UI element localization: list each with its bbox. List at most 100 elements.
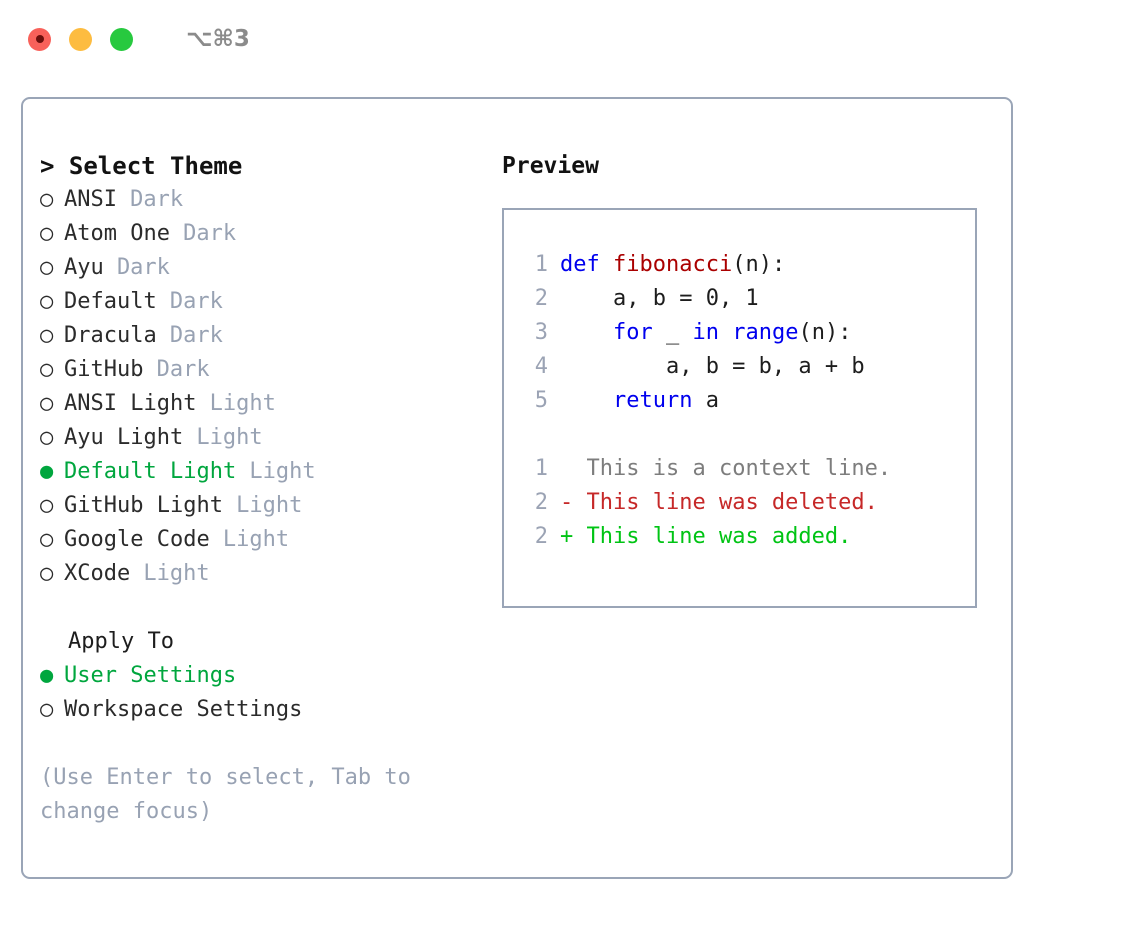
theme-variant-tag: Dark (169, 323, 223, 348)
apply-to-option-user-settings[interactable]: ● User Settings (40, 659, 480, 693)
theme-variant-tag: Dark (130, 187, 184, 212)
apply-to-option-label: Workspace Settings (64, 697, 303, 722)
code-token-kw: def (560, 252, 613, 277)
code-token-plain: a, b = 0, 1 (560, 286, 759, 311)
select-theme-header: > Select Theme (40, 152, 243, 180)
theme-option-ayu-light[interactable]: ○ Ayu Light Light (40, 421, 480, 455)
code-text: a, b = b, a + b (560, 350, 865, 384)
code-text: for _ in range(n): (560, 316, 851, 350)
diff-text: This line was deleted. (586, 490, 878, 515)
code-token-kw: for (612, 320, 653, 345)
keyboard-shortcut-label: ⌥⌘3 (186, 26, 250, 52)
close-button[interactable] (28, 27, 51, 51)
theme-variant-tag: Light (249, 459, 316, 484)
code-token-plain (560, 388, 613, 413)
line-number: 1 (534, 252, 548, 277)
maximize-button[interactable] (110, 27, 133, 51)
diff-line-ctx: 1 This is a context line. (504, 452, 975, 486)
code-line: 4 a, b = b, a + b (504, 350, 975, 384)
line-number: 5 (534, 388, 548, 413)
theme-option-label: Default (64, 289, 157, 314)
diff-text: This is a context line. (586, 456, 892, 481)
theme-option-label: Atom One (64, 221, 170, 246)
code-token-fn: fibonacci (612, 252, 733, 277)
apply-to-title: Apply To (68, 629, 174, 654)
code-text: def fibonacci(n): (560, 248, 785, 282)
apply-to-section: Apply To ● User Settings ○ Workspace Settin… (40, 625, 480, 727)
apply-to-option-workspace-settings[interactable]: ○ Workspace Settings (40, 693, 480, 727)
theme-option-label: XCode (64, 561, 131, 586)
apply-to-option-label: User Settings (64, 663, 237, 688)
diff-sample: 1 This is a context line.2- This line wa… (504, 452, 975, 554)
line-number: 3 (534, 320, 548, 345)
radio-unselected-icon: ○ (40, 391, 54, 416)
radio-unselected-icon: ○ (40, 493, 54, 518)
radio-selected-icon: ● (40, 459, 54, 484)
code-token-plain (560, 320, 613, 345)
radio-unselected-icon: ○ (40, 255, 54, 280)
theme-option-label: Google Code (64, 527, 210, 552)
line-number: 2 (534, 524, 548, 549)
code-token-plain: a (692, 388, 719, 413)
radio-unselected-icon: ○ (40, 527, 54, 552)
code-token-plain: _ (652, 320, 693, 345)
code-text: a, b = 0, 1 (560, 282, 759, 316)
diff-text: This line was added. (586, 524, 852, 549)
radio-selected-icon: ● (40, 663, 54, 688)
radio-unselected-icon: ○ (40, 697, 54, 722)
line-number: 2 (534, 286, 548, 311)
code-token-plain: (n): (732, 252, 786, 277)
theme-variant-tag: Light (196, 425, 263, 450)
radio-unselected-icon: ○ (40, 289, 54, 314)
keyboard-hint-text: (Use Enter to select, Tab to change focu… (40, 765, 425, 824)
minimize-button[interactable] (69, 27, 92, 51)
theme-option-ansi-light[interactable]: ○ ANSI Light Light (40, 387, 480, 421)
theme-option-label: Ayu Light (64, 425, 184, 450)
diff-marker (560, 452, 587, 486)
code-line: 2 a, b = 0, 1 (504, 282, 975, 316)
code-line: 3 for _ in range(n): (504, 316, 975, 350)
code-token-kw: return (612, 388, 693, 413)
diff-line-del: 2- This line was deleted. (504, 486, 975, 520)
theme-option-label: Dracula (64, 323, 157, 348)
preview-header: Preview (502, 153, 599, 179)
radio-unselected-icon: ○ (40, 425, 54, 450)
theme-option-ansi[interactable]: ○ ANSI Dark (40, 183, 480, 217)
apply-to-list[interactable]: ● User Settings ○ Workspace Settings (40, 659, 480, 727)
diff-marker: - (560, 490, 587, 515)
radio-unselected-icon: ○ (40, 187, 54, 212)
theme-variant-tag: Light (222, 527, 290, 552)
diff-line-add: 2 + This line was added. (504, 520, 975, 554)
diff-marker: + (560, 524, 587, 549)
radio-unselected-icon: ○ (40, 357, 54, 382)
theme-option-label: ANSI (64, 187, 117, 212)
line-number: 1 (534, 456, 548, 481)
theme-variant-tag: Light (209, 391, 276, 416)
theme-option-label: GitHub (64, 357, 144, 382)
code-text: return a (560, 384, 719, 418)
code-token-plain (719, 320, 732, 345)
theme-option-label: Ayu (64, 255, 104, 280)
theme-option-label: ANSI Light (64, 391, 197, 416)
code-line: 5 return a (504, 384, 975, 418)
radio-unselected-icon: ○ (40, 561, 54, 586)
code-token-plain: (n): (798, 320, 852, 345)
theme-option-xcode[interactable]: ○ XCode Light (40, 557, 480, 591)
theme-option-google-code[interactable]: ○ Google Code Light (40, 523, 480, 557)
theme-variant-tag: Light (236, 493, 303, 518)
theme-variant-tag: Light (143, 561, 210, 586)
